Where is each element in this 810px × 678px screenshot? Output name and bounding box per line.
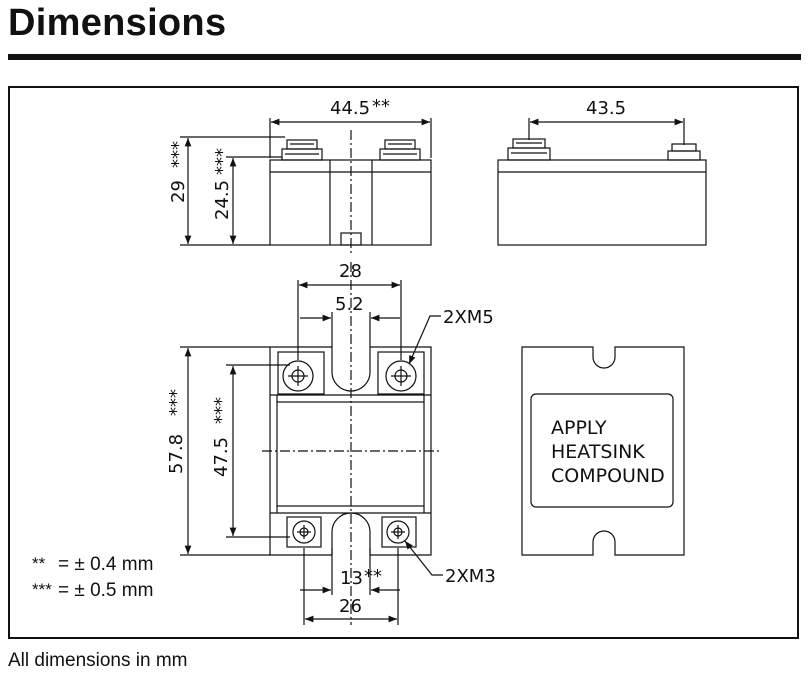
top-length-total-label: 57.8	[166, 434, 187, 474]
legend-item: ** = ± 0.4 mm	[32, 554, 153, 576]
end-view-body	[497, 159, 707, 246]
pad-line-3: COMPOUND	[551, 465, 665, 487]
page-title: Dimensions	[8, 2, 227, 44]
lower-screw-callout: 2XM3	[445, 566, 496, 587]
legend-text: = ± 0.5 mm	[58, 580, 154, 601]
pad-view	[521, 346, 685, 556]
drawing-frame	[8, 86, 799, 639]
upper-left-screw-icon	[277, 351, 325, 395]
side-height-total-tol: ***	[168, 141, 189, 168]
top-width-slot-label: 5.2	[335, 294, 364, 315]
side-height-body-tol: ***	[212, 148, 233, 175]
end-width-label: 43.5	[586, 98, 626, 119]
top-width-outer-label: 28	[339, 261, 362, 282]
side-width-tol: **	[372, 96, 390, 117]
top-lower-spacing-label: 13	[340, 568, 363, 589]
side-view	[180, 118, 432, 253]
pad-outline	[521, 346, 685, 556]
top-length-total-tol: ***	[166, 389, 187, 416]
top-lower-outer-label: 26	[339, 596, 362, 617]
end-left-screw	[507, 138, 551, 161]
top-length-holes-tol: ***	[211, 397, 232, 424]
legend-item: *** = ± 0.5 mm	[32, 580, 153, 602]
top-length-holes-label: 47.5	[211, 437, 232, 477]
side-right-screw	[379, 139, 421, 161]
side-left-screw	[281, 139, 323, 161]
end-view	[497, 118, 707, 246]
lower-right-screw-icon	[381, 516, 417, 548]
upper-screw-callout: 2XM5	[443, 307, 494, 328]
side-height-total-label: 29	[168, 180, 189, 203]
legend-symbol: **	[32, 554, 46, 573]
end-right-screw	[667, 143, 701, 161]
title-rule	[8, 54, 801, 60]
pad-line-2: HEATSINK	[551, 441, 645, 463]
units-note: All dimensions in mm	[8, 650, 188, 671]
side-height-body-label: 24.5	[212, 180, 233, 220]
legend-text: = ± 0.4 mm	[58, 554, 154, 575]
side-width-label: 44.5	[330, 98, 370, 119]
legend-symbol: ***	[32, 580, 52, 599]
top-view	[180, 262, 443, 625]
pad-line-1: APPLY	[551, 417, 607, 439]
lower-left-screw-icon	[286, 516, 322, 548]
top-lower-spacing-tol: **	[364, 566, 382, 587]
pad-compound-area	[530, 393, 674, 508]
